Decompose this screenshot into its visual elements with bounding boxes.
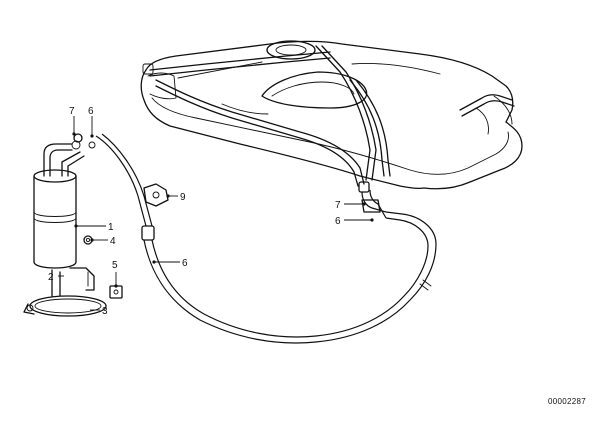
hose-clip-9 (143, 183, 169, 207)
hose-long-return (143, 211, 437, 344)
hose-tank-outlet (361, 189, 387, 219)
clamp-ring (23, 295, 107, 317)
callout-3: 3 (102, 306, 108, 317)
fuel-tank (140, 40, 523, 193)
leader-dots (72, 132, 374, 288)
callout-7-canister: 7 (69, 106, 75, 117)
callout-6-tank: 6 (335, 216, 341, 227)
callout-9: 9 (180, 192, 186, 203)
callout-2: 2 (48, 272, 54, 283)
charcoal-canister (33, 140, 96, 269)
callout-4: 4 (110, 236, 116, 247)
callout-5: 5 (112, 260, 118, 271)
hose-canister-to-clip (95, 133, 155, 241)
callout-1: 1 (108, 222, 114, 233)
hose-clamp-7-top (73, 133, 83, 143)
leader-lines (58, 116, 372, 311)
callout-6-canister: 6 (88, 106, 94, 117)
callout-6-hose: 6 (182, 258, 188, 269)
mounting-bracket (51, 267, 123, 299)
callout-7-tank: 7 (335, 200, 341, 211)
document-number: 00002287 (548, 397, 586, 406)
